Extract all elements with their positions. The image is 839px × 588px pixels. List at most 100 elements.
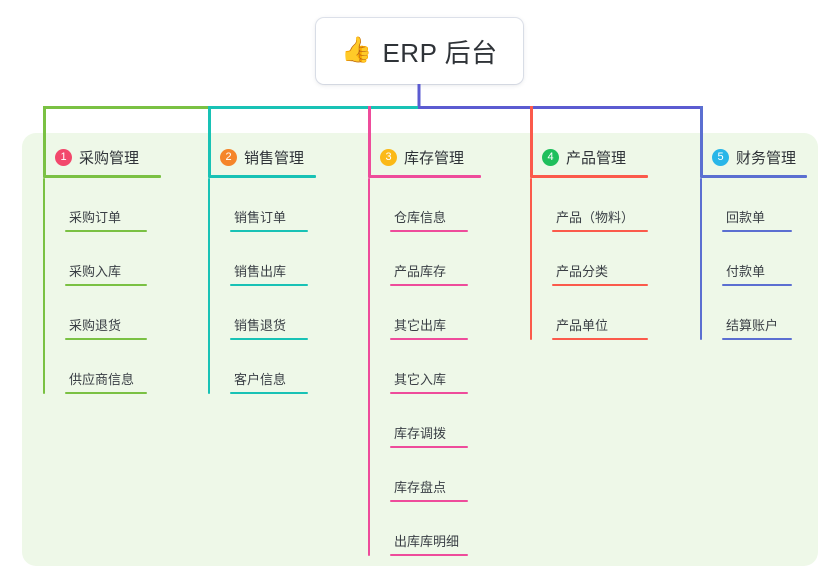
branch-item-underline [390, 338, 468, 340]
branch-item-list: 产品（物料） 产品分类产品单位 [530, 178, 656, 340]
branch-item[interactable]: 供应商信息 [43, 340, 161, 394]
branch-item[interactable]: 其它出库 [368, 286, 481, 340]
branch-header-underline [43, 175, 161, 178]
root-title: ERP 后台 [382, 37, 498, 68]
branch-item-underline [552, 230, 648, 232]
branch-item-underline [390, 392, 468, 394]
branch-header-underline [368, 175, 481, 178]
branch-item-label: 采购退货 [69, 318, 122, 333]
branch-item-underline [230, 230, 308, 232]
branch-item-underline [390, 500, 468, 502]
branch-item-underline [390, 446, 468, 448]
branch-header-1[interactable]: 1 采购管理 [43, 146, 161, 168]
branch-item-underline [722, 230, 792, 232]
branch-item-label: 产品分类 [556, 264, 609, 279]
branch-item-underline [65, 230, 147, 232]
branch-item[interactable]: 采购订单 [43, 178, 161, 232]
branch-panel [22, 133, 818, 566]
branch-header-4[interactable]: 4 产品管理 [530, 146, 656, 168]
branch-item[interactable]: 仓库信息 [368, 178, 481, 232]
branch-item-list: 回款单付款单结算账户 [700, 178, 807, 340]
branch-item-label: 库存盘点 [394, 480, 447, 495]
branch-title: 采购管理 [79, 149, 140, 167]
thumbs-up-icon: 👍 [341, 35, 373, 64]
branch-header-3[interactable]: 3 库存管理 [368, 146, 481, 168]
branch-item-label: 客户信息 [234, 372, 287, 387]
branch-item-label: 出库库明细 [394, 534, 460, 549]
branch-item[interactable]: 产品单位 [530, 286, 656, 340]
branch-item-underline [65, 392, 147, 394]
branch-item-label: 销售出库 [234, 264, 287, 279]
branch-spine-line [43, 178, 45, 394]
branch-item[interactable]: 销售订单 [208, 178, 316, 232]
branch-item-label: 仓库信息 [394, 210, 447, 225]
branch-header-2[interactable]: 2 销售管理 [208, 146, 316, 168]
branch-item-underline [230, 392, 308, 394]
branch-item-label: 产品单位 [556, 318, 609, 333]
branch-item-label: 库存调拨 [394, 426, 447, 441]
branch-item[interactable]: 销售出库 [208, 232, 316, 286]
branch-item-underline [65, 284, 147, 286]
branch-column-4: 4 产品管理产品（物料） 产品分类产品单位 [530, 146, 656, 340]
branch-item-label: 产品（物料） [556, 210, 635, 225]
branch-column-3: 3 库存管理仓库信息产品库存其它出库其它入库库存调拨库存盘点出库库明细 [368, 146, 481, 556]
branch-item-underline [390, 284, 468, 286]
branch-item[interactable]: 销售退货 [208, 286, 316, 340]
branch-item-label: 回款单 [726, 210, 766, 225]
branch-spine-line [208, 178, 210, 394]
branch-item-underline [65, 338, 147, 340]
branch-item-underline [552, 284, 648, 286]
branch-title: 销售管理 [244, 149, 305, 167]
branch-header-underline [530, 175, 648, 178]
branch-item[interactable]: 产品（物料） [530, 178, 656, 232]
branch-spine-line [700, 178, 702, 340]
branch-number-badge: 3 [380, 148, 397, 166]
branch-item[interactable]: 产品分类 [530, 232, 656, 286]
branch-item-list: 采购订单采购入库采购退货供应商信息 [43, 178, 161, 394]
branch-item[interactable]: 其它入库 [368, 340, 481, 394]
branch-item-label: 采购订单 [69, 210, 122, 225]
branch-number-badge: 1 [55, 148, 72, 166]
branch-title: 产品管理 [566, 149, 627, 167]
branch-item-label: 供应商信息 [69, 372, 135, 387]
branch-item[interactable]: 采购入库 [43, 232, 161, 286]
branch-header-underline [208, 175, 316, 178]
branch-number-badge: 4 [542, 148, 559, 166]
branch-item-label: 产品库存 [394, 264, 447, 279]
branch-item-underline [230, 338, 308, 340]
branch-item[interactable]: 出库库明细 [368, 502, 481, 556]
branch-item-underline [722, 338, 792, 340]
branch-spine-line [368, 178, 370, 556]
root-node[interactable]: 👍 ERP 后台 [316, 18, 523, 84]
branch-item[interactable]: 结算账户 [700, 286, 807, 340]
branch-item[interactable]: 库存调拨 [368, 394, 481, 448]
branch-number-badge: 2 [220, 148, 237, 166]
branch-item-list: 仓库信息产品库存其它出库其它入库库存调拨库存盘点出库库明细 [368, 178, 481, 556]
branch-item-label: 付款单 [726, 264, 766, 279]
branch-spine-line [530, 178, 532, 340]
branch-item[interactable]: 回款单 [700, 178, 807, 232]
branch-item-label: 销售订单 [234, 210, 287, 225]
branch-title: 库存管理 [404, 149, 465, 167]
branch-column-1: 1 采购管理采购订单采购入库采购退货供应商信息 [43, 146, 161, 394]
branch-item[interactable]: 库存盘点 [368, 448, 481, 502]
branch-item-underline [552, 338, 648, 340]
branch-header-underline [700, 175, 807, 178]
branch-item[interactable]: 客户信息 [208, 340, 316, 394]
branch-item-label: 销售退货 [234, 318, 287, 333]
branch-item-label: 结算账户 [726, 318, 779, 333]
branch-item-underline [390, 554, 468, 556]
branch-item-underline [390, 230, 468, 232]
branch-item-label: 其它入库 [394, 372, 447, 387]
branch-item-label: 其它出库 [394, 318, 447, 333]
branch-column-2: 2 销售管理销售订单销售出库销售退货客户信息 [208, 146, 316, 394]
branch-item-label: 采购入库 [69, 264, 122, 279]
branch-item[interactable]: 付款单 [700, 232, 807, 286]
branch-item[interactable]: 产品库存 [368, 232, 481, 286]
branch-item-list: 销售订单销售出库销售退货客户信息 [208, 178, 316, 394]
branch-item[interactable]: 采购退货 [43, 286, 161, 340]
